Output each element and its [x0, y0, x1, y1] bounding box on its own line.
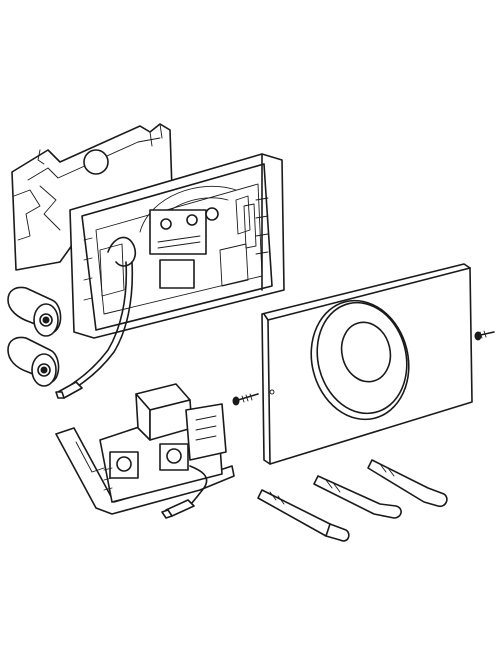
cable-connector — [55, 261, 134, 399]
batteries — [7, 286, 62, 387]
fixing-screws — [232, 330, 495, 406]
actuator-frame — [69, 153, 285, 339]
mounting-frame-back — [11, 123, 173, 271]
mounting-bolts — [257, 459, 448, 542]
round-flush-button — [310, 299, 410, 421]
control-unit — [55, 383, 235, 519]
